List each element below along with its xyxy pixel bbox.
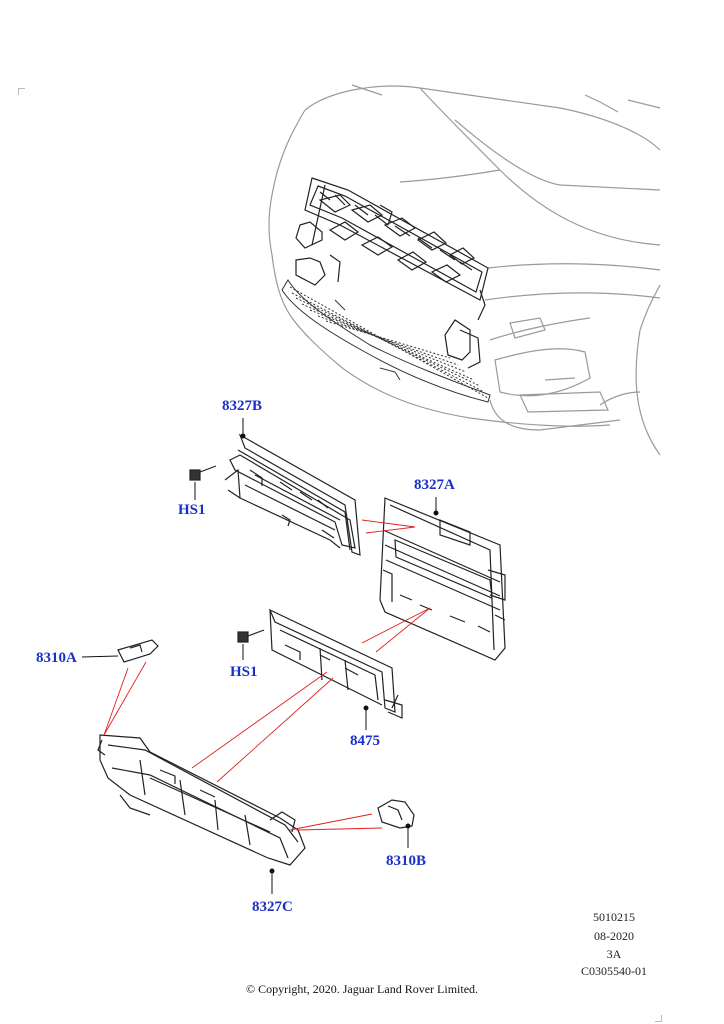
part-8310B-bracket bbox=[377, 799, 415, 829]
label-hs1-upper: HS1 bbox=[178, 502, 206, 518]
label-8327B: 8327B bbox=[222, 398, 263, 414]
reference-revision: 3A bbox=[606, 947, 622, 961]
fastener-hs1-upper bbox=[189, 465, 217, 481]
reference-code-1: 5010215 bbox=[593, 910, 635, 924]
reference-code-2: C0305540-01 bbox=[581, 964, 647, 978]
part-8310A-bracket bbox=[117, 639, 159, 663]
fastener-hs1-lower bbox=[237, 629, 265, 643]
8310A-callout-line bbox=[81, 655, 119, 658]
assembly-leader-lines bbox=[103, 519, 431, 831]
label-8310B: 8310B bbox=[386, 853, 427, 869]
label-8327A: 8327A bbox=[414, 477, 455, 493]
label-8475: 8475 bbox=[350, 733, 380, 749]
part-8327C-lower-beam bbox=[97, 734, 306, 866]
crop-mark-bottom-right bbox=[655, 1015, 662, 1022]
part-8327B-shutter-frame bbox=[224, 433, 361, 556]
part-8475-panel bbox=[268, 608, 403, 719]
reference-date: 08-2020 bbox=[594, 929, 634, 943]
crop-mark-top-left bbox=[18, 88, 25, 95]
label-8310A: 8310A bbox=[36, 650, 77, 666]
copyright-notice: © Copyright, 2020. Jaguar Land Rover Lim… bbox=[245, 982, 479, 996]
label-hs1-lower: HS1 bbox=[230, 664, 258, 680]
lower-grille-mesh bbox=[281, 279, 491, 403]
vehicle-front-outline bbox=[268, 84, 661, 456]
part-8327A-shutter-module bbox=[379, 497, 506, 661]
upper-grille bbox=[295, 177, 489, 369]
label-8327C: 8327C bbox=[252, 899, 293, 915]
